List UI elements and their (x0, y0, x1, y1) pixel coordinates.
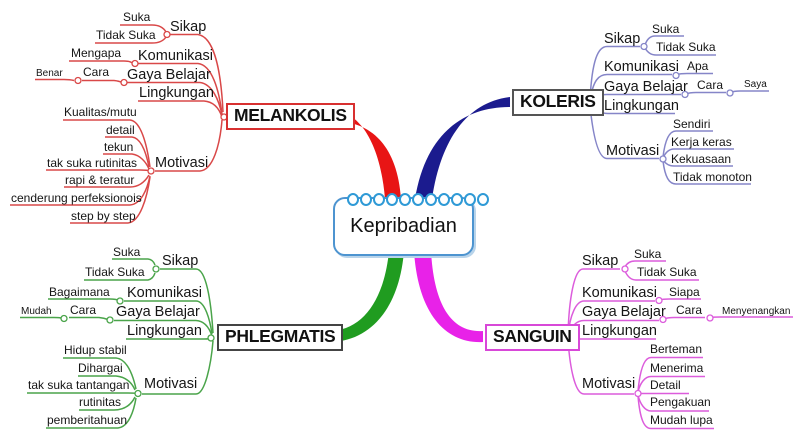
node-koleris-motivasi-item-1[interactable]: Kerja keras (671, 135, 732, 149)
sanguin-root-branch (414, 251, 483, 343)
node-melankolis-motivasi-item-4[interactable]: rapi & teratur (65, 173, 135, 187)
node-koleris[interactable]: KOLERIS (512, 89, 604, 116)
node-phlegmatis-sikap[interactable]: Sikap (162, 253, 199, 269)
node-melankolis-lingkungan[interactable]: Lingkungan (139, 85, 214, 101)
node-melankolis-sikap-suka[interactable]: Suka (123, 10, 151, 24)
node-melankolis-komunikasi[interactable]: Komunikasi (138, 48, 213, 64)
node-koleris-sikap[interactable]: Sikap (604, 31, 641, 47)
node-sanguin-sikap-suka[interactable]: Suka (634, 247, 662, 261)
melankolis-junctions (74, 30, 228, 175)
node-sanguin[interactable]: SANGUIN (485, 324, 580, 351)
node-sanguin-komunikasi-siapa[interactable]: Siapa (669, 285, 700, 299)
melankolis-lines (10, 24, 224, 224)
node-koleris-motivasi-item-0[interactable]: Sendiri (673, 117, 711, 131)
node-melankolis-komunikasi-mengapa[interactable]: Mengapa (71, 46, 122, 60)
node-center-kepribadian[interactable]: Kepribadian (333, 193, 489, 256)
notebook-coil-icon (347, 193, 489, 206)
node-koleris-sikap-tidak-suka[interactable]: Tidak Suka (656, 40, 716, 54)
phlegmatis-junctions (60, 265, 215, 398)
node-melankolis-sikap-tidak-suka[interactable]: Tidak Suka (96, 28, 156, 42)
node-phlegmatis-motivasi-item-2[interactable]: tak suka tantangan (28, 378, 130, 392)
node-koleris-motivasi[interactable]: Motivasi (606, 143, 660, 159)
node-koleris-motivasi-item-2[interactable]: Kekuasaan (671, 152, 732, 166)
node-phlegmatis-sikap-tidak-suka[interactable]: Tidak Suka (85, 265, 145, 279)
node-phlegmatis-gaya-belajar[interactable]: Gaya Belajar (116, 304, 200, 320)
koleris-root-branch (415, 97, 510, 199)
node-melankolis[interactable]: MELANKOLIS (226, 103, 355, 130)
node-melankolis-cara-benar[interactable]: Benar (36, 68, 63, 79)
node-sanguin-motivasi-item-0[interactable]: Berteman (650, 342, 703, 356)
node-sanguin-motivasi[interactable]: Motivasi (582, 376, 636, 392)
node-melankolis-motivasi-item-3[interactable]: tak suka rutinitas (47, 156, 138, 170)
node-phlegmatis-komunikasi[interactable]: Komunikasi (127, 285, 202, 301)
node-koleris-gaya-belajar[interactable]: Gaya Belajar (604, 79, 688, 95)
node-melankolis-motivasi-item-5[interactable]: cenderung perfeksionois (11, 191, 142, 205)
node-melankolis-motivasi-item-2[interactable]: tekun (104, 140, 134, 154)
node-sanguin-motivasi-item-2[interactable]: Detail (650, 378, 681, 392)
node-melankolis-sikap[interactable]: Sikap (170, 19, 207, 35)
node-koleris-cara-saya[interactable]: Saya (744, 79, 767, 90)
node-phlegmatis-lingkungan[interactable]: Lingkungan (127, 323, 202, 339)
node-phlegmatis-gaya-belajar-cara[interactable]: Cara (70, 303, 97, 317)
node-sanguin-gaya-belajar-cara[interactable]: Cara (676, 303, 703, 317)
node-koleris-motivasi-item-3[interactable]: Tidak monoton (673, 170, 752, 184)
node-phlegmatis-motivasi[interactable]: Motivasi (144, 376, 198, 392)
node-phlegmatis-cara-mudah[interactable]: Mudah (21, 306, 52, 317)
node-koleris-sikap-suka[interactable]: Suka (652, 22, 680, 36)
node-sanguin-sikap-tidak-suka[interactable]: Tidak Suka (637, 265, 697, 279)
node-melankolis-motivasi-item-0[interactable]: Kualitas/mutu (64, 105, 137, 119)
node-sanguin-lingkungan[interactable]: Lingkungan (582, 323, 657, 339)
node-koleris-lingkungan[interactable]: Lingkungan (604, 98, 679, 114)
node-koleris-gaya-belajar-cara[interactable]: Cara (697, 78, 724, 92)
node-phlegmatis-motivasi-item-1[interactable]: Dihargai (78, 361, 123, 375)
node-sanguin-motivasi-item-3[interactable]: Pengakuan (650, 395, 711, 409)
node-sanguin-sikap[interactable]: Sikap (582, 253, 619, 269)
node-melankolis-motivasi[interactable]: Motivasi (155, 155, 209, 171)
center-label: Kepribadian (350, 215, 457, 237)
node-koleris-komunikasi-apa[interactable]: Apa (687, 59, 709, 73)
node-melankolis-motivasi-item-6[interactable]: step by step (71, 209, 136, 223)
node-sanguin-cara-menyenangkan[interactable]: Menyenangkan (722, 306, 791, 317)
node-phlegmatis-motivasi-item-4[interactable]: pemberitahuan (47, 413, 128, 427)
melankolis-root-branch (333, 110, 401, 199)
node-sanguin-motivasi-item-4[interactable]: Mudah lupa (650, 413, 713, 427)
node-phlegmatis[interactable]: PHLEGMATIS (217, 324, 344, 351)
node-phlegmatis-komunikasi-bagaimana[interactable]: Bagaimana (49, 285, 110, 299)
node-phlegmatis-motivasi-item-3[interactable]: rutinitas (79, 395, 122, 409)
node-phlegmatis-sikap-suka[interactable]: Suka (113, 245, 141, 259)
node-phlegmatis-motivasi-item-0[interactable]: Hidup stabil (64, 343, 127, 357)
node-sanguin-gaya-belajar[interactable]: Gaya Belajar (582, 304, 666, 320)
node-sanguin-motivasi-item-1[interactable]: Menerima (650, 361, 704, 375)
node-sanguin-komunikasi[interactable]: Komunikasi (582, 285, 657, 301)
node-melankolis-motivasi-item-1[interactable]: detail (106, 123, 135, 137)
node-melankolis-gaya-belajar-cara[interactable]: Cara (83, 65, 110, 79)
node-koleris-komunikasi[interactable]: Komunikasi (604, 59, 679, 75)
node-melankolis-gaya-belajar[interactable]: Gaya Belajar (127, 67, 211, 83)
